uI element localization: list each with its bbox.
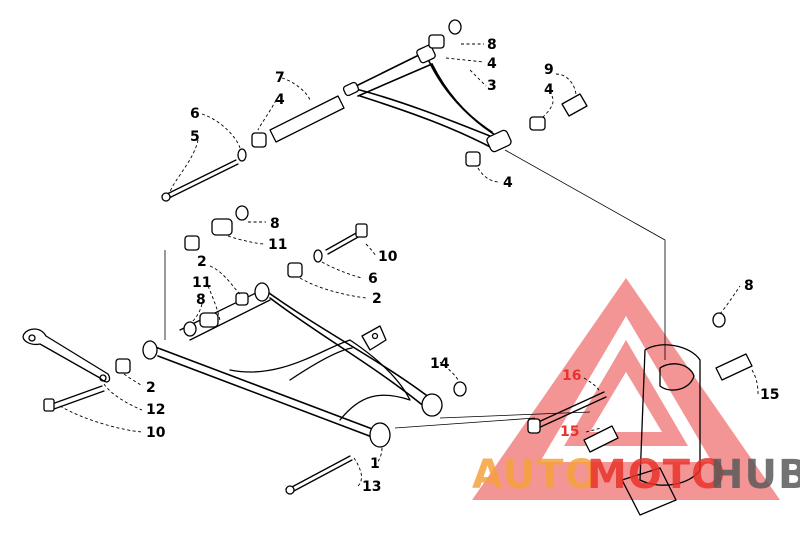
callout-4-right: 4 [544,82,554,98]
watermark-word-moto: MOTO [587,452,726,498]
watermark-triangle-logo [472,278,780,500]
callout-2-left: 2 [197,254,207,270]
callout-8-top: 8 [487,37,497,53]
callout-15-lower: 15 [560,424,579,440]
callout-9: 9 [544,62,554,78]
callout-11-top: 11 [268,237,287,253]
callout-16: 16 [562,368,581,384]
callout-15-right: 15 [760,387,779,403]
upper-a-arm [342,44,512,153]
callout-8-mid: 8 [270,216,280,232]
spindle-knuckle [527,312,753,516]
callout-10-top: 10 [378,249,398,265]
callout-4-bottom: 4 [503,175,513,191]
callout-4-top: 4 [487,56,497,72]
lower-arm-hardware [22,205,467,495]
callout-13: 13 [362,479,381,495]
watermark-word-auto: AUTO [472,452,600,498]
callout-7: 7 [275,70,285,86]
callout-12: 12 [146,402,165,418]
watermark-wordmark: AUTO MOTO HUB [472,452,800,498]
callout-labels: 8 4 3 9 4 4 7 4 6 5 8 11 10 6 2 2 11 8 2… [146,37,779,495]
callout-2-mid: 2 [372,291,382,307]
upper-arm-hardware [161,19,588,202]
callout-2-bottom: 2 [146,380,156,396]
callout-11-left: 11 [192,275,211,291]
assembly-guide-lines [164,149,666,429]
callout-8-left: 8 [196,292,206,308]
callout-5: 5 [190,129,200,145]
watermark-word-hub: HUB [710,452,800,498]
callout-3: 3 [487,78,497,94]
callout-14: 14 [430,356,450,372]
callout-4-left: 4 [275,92,285,108]
callout-1: 1 [370,456,380,472]
watermark-triangle-inner [564,340,688,446]
callout-6-top: 6 [190,106,200,122]
callout-10-left: 10 [146,425,166,441]
callout-6-mid: 6 [368,271,378,287]
callout-8-right: 8 [744,278,754,294]
callout-leader-lines [59,43,759,487]
automotohub-watermark [472,278,780,500]
lower-a-arm [142,282,443,448]
